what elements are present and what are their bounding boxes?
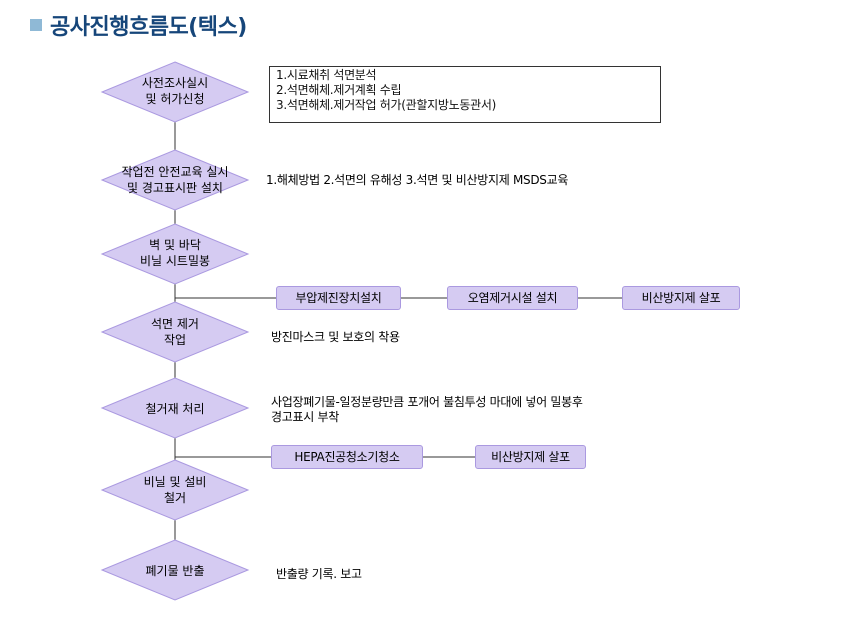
step-5-diamond: 철거재 처리: [100, 377, 250, 439]
title-area: 공사진행흐름도(텍스): [30, 8, 247, 42]
step-1-line-2: 및 허가신청: [145, 92, 204, 106]
step-1-line-1: 사전조사실시: [142, 76, 208, 90]
step-2-line-1: 작업전 안전교육 실시: [122, 165, 229, 179]
branch-spray-1: 비산방지제 살포: [622, 286, 740, 310]
debris-note-line-2: 경고표시 부착: [271, 410, 339, 424]
step-7-line-1: 폐기물 반출: [145, 564, 204, 578]
branch-hepa-cleaning: HEPA진공청소기청소: [271, 445, 423, 469]
step-1-diamond: 사전조사실시 및 허가신청: [100, 61, 250, 123]
debris-note: 사업장폐기물-일정분량만큼 포개어 불침투성 마대에 넣어 밀봉후 경고표시 부…: [271, 395, 583, 425]
step-5-line-1: 철거재 처리: [145, 402, 204, 416]
step-2-diamond: 작업전 안전교육 실시 및 경고표시판 설치: [100, 149, 250, 211]
step-3-diamond: 벽 및 바닥 비닐 시트밀봉: [100, 223, 250, 285]
training-note: 1.해체방법 2.석면의 유해성 3.석면 및 비산방지제 MSDS교육: [266, 173, 569, 187]
step-4-line-1: 석면 제거: [151, 317, 199, 331]
branch-negative-pressure: 부압제진장치설치: [276, 286, 401, 310]
permit-note-line-2: 2.석면해체.제거계획 수립: [276, 83, 402, 97]
branch-spray-2: 비산방지제 살포: [475, 445, 586, 469]
page-title: 공사진행흐름도(텍스): [50, 15, 247, 40]
step-6-line-1: 비닐 및 설비: [144, 475, 207, 489]
step-7-diamond: 폐기물 반출: [100, 539, 250, 601]
step-4-line-2: 작업: [164, 333, 186, 347]
step-3-line-2: 비닐 시트밀봉: [140, 254, 210, 268]
disposal-note: 반출량 기록. 보고: [276, 567, 362, 581]
removal-note: 방진마스크 및 보호의 착용: [271, 330, 400, 344]
branch-decontamination: 오염제거시설 설치: [447, 286, 578, 310]
title-bullet-icon: [30, 19, 42, 31]
permit-note-line-1: 1.시료채취 석면분석: [276, 68, 377, 82]
debris-note-line-1: 사업장폐기물-일정분량만큼 포개어 불침투성 마대에 넣어 밀봉후: [271, 395, 583, 409]
step-4-diamond: 석면 제거 작업: [100, 301, 250, 363]
step-6-line-2: 철거: [164, 491, 186, 505]
step-3-line-1: 벽 및 바닥: [149, 238, 201, 252]
step-2-line-2: 및 경고표시판 설치: [127, 181, 223, 195]
step-6-diamond: 비닐 및 설비 철거: [100, 459, 250, 521]
permit-note-box: 1.시료채취 석면분석 2.석면해체.제거계획 수립 3.석면해체.제거작업 허…: [269, 66, 661, 123]
permit-note-line-3: 3.석면해체.제거작업 허가(관할지방노동관서): [276, 98, 496, 112]
